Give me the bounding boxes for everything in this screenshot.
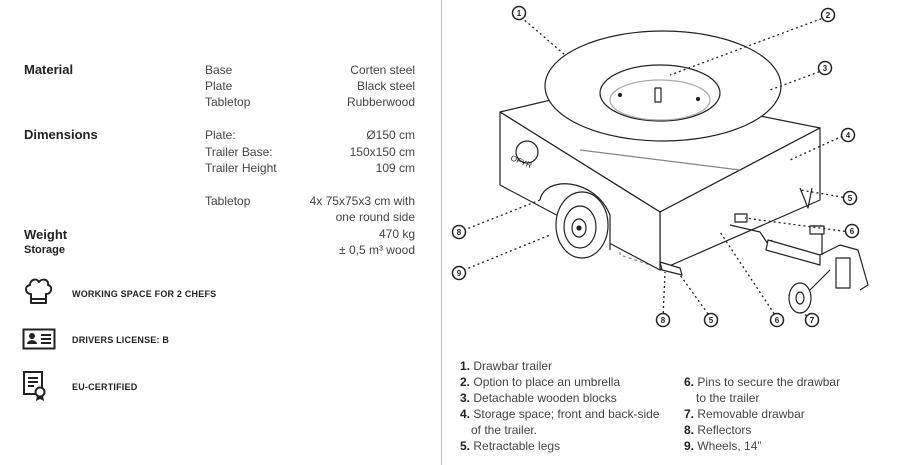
callout-label: 6 — [850, 227, 855, 236]
callout-label: 5 — [709, 316, 714, 325]
feature-label: WORKING SPACE FOR 2 CHEFS — [72, 289, 217, 299]
legend-item: 6. Pins to secure the drawbar — [684, 375, 841, 389]
legend-item: of the trailer. — [471, 423, 538, 437]
legend-item: 7. Removable drawbar — [684, 407, 805, 421]
chef-hat-icon — [22, 276, 54, 313]
weight-value: 470 kg — [378, 227, 415, 241]
legend-item: to the trailer — [696, 391, 760, 405]
feature-label: DRIVERS LICENSE: B — [72, 335, 170, 345]
spec-label: Tabletop — [205, 95, 251, 109]
spec-label: Trailer Base: — [205, 145, 273, 159]
spec-label: Plate — [205, 79, 233, 93]
legend-item: 4. Storage space; front and back-side — [460, 407, 660, 421]
callout-label: 8 — [661, 316, 666, 325]
certificate-icon — [22, 370, 48, 407]
legend-item: 3. Detachable wooden blocks — [460, 391, 617, 405]
callout-label: 9 — [457, 269, 462, 278]
callout-label: 5 — [848, 194, 853, 203]
spec-value: 109 cm — [375, 161, 415, 175]
spec-value: 150x150 cm — [349, 145, 415, 159]
legend-item: 8. Reflectors — [684, 423, 752, 437]
callout-label: 6 — [775, 316, 780, 325]
trailer-diagram: OFYR 1 2 3 4 5 6 8 9 — [451, 5, 869, 328]
drivers-license-icon — [22, 328, 56, 355]
spec-label: Trailer Height — [205, 161, 277, 175]
feature-label: EU-CERTIFIED — [72, 382, 138, 392]
weight-heading: Weight — [24, 227, 68, 242]
spec-label: Plate: — [205, 128, 236, 142]
spec-value: one round side — [335, 210, 415, 224]
spec-label: Base — [205, 63, 233, 77]
legend-item: 2. Option to place an umbrella — [460, 375, 621, 389]
legend-item: 9. Wheels, 14” — [684, 439, 762, 453]
spec-label-tabletop: Tabletop — [205, 194, 251, 208]
callout-label: 4 — [846, 131, 851, 140]
dimensions-heading: Dimensions — [24, 127, 98, 142]
callout-label: 2 — [826, 11, 831, 20]
spec-value: Black steel — [356, 79, 415, 93]
panel-divider — [441, 0, 442, 465]
callout-label: 3 — [823, 64, 828, 73]
storage-value: ± 0,5 m³ wood — [339, 243, 415, 257]
legend-item: 1. Drawbar trailer — [460, 359, 553, 373]
callout-label: 1 — [517, 9, 522, 18]
callout-label: 8 — [457, 228, 462, 237]
spec-value: Corten steel — [350, 63, 415, 77]
material-heading: Material — [24, 62, 74, 77]
callout-label: 7 — [810, 316, 815, 325]
storage-heading: Storage — [24, 244, 65, 256]
spec-value: Ø150 cm — [366, 128, 415, 142]
legend-item: 5. Retractable legs — [460, 439, 561, 453]
spec-value: 4x 75x75x3 cm with — [309, 194, 415, 208]
spec-value: Rubberwood — [346, 95, 415, 109]
